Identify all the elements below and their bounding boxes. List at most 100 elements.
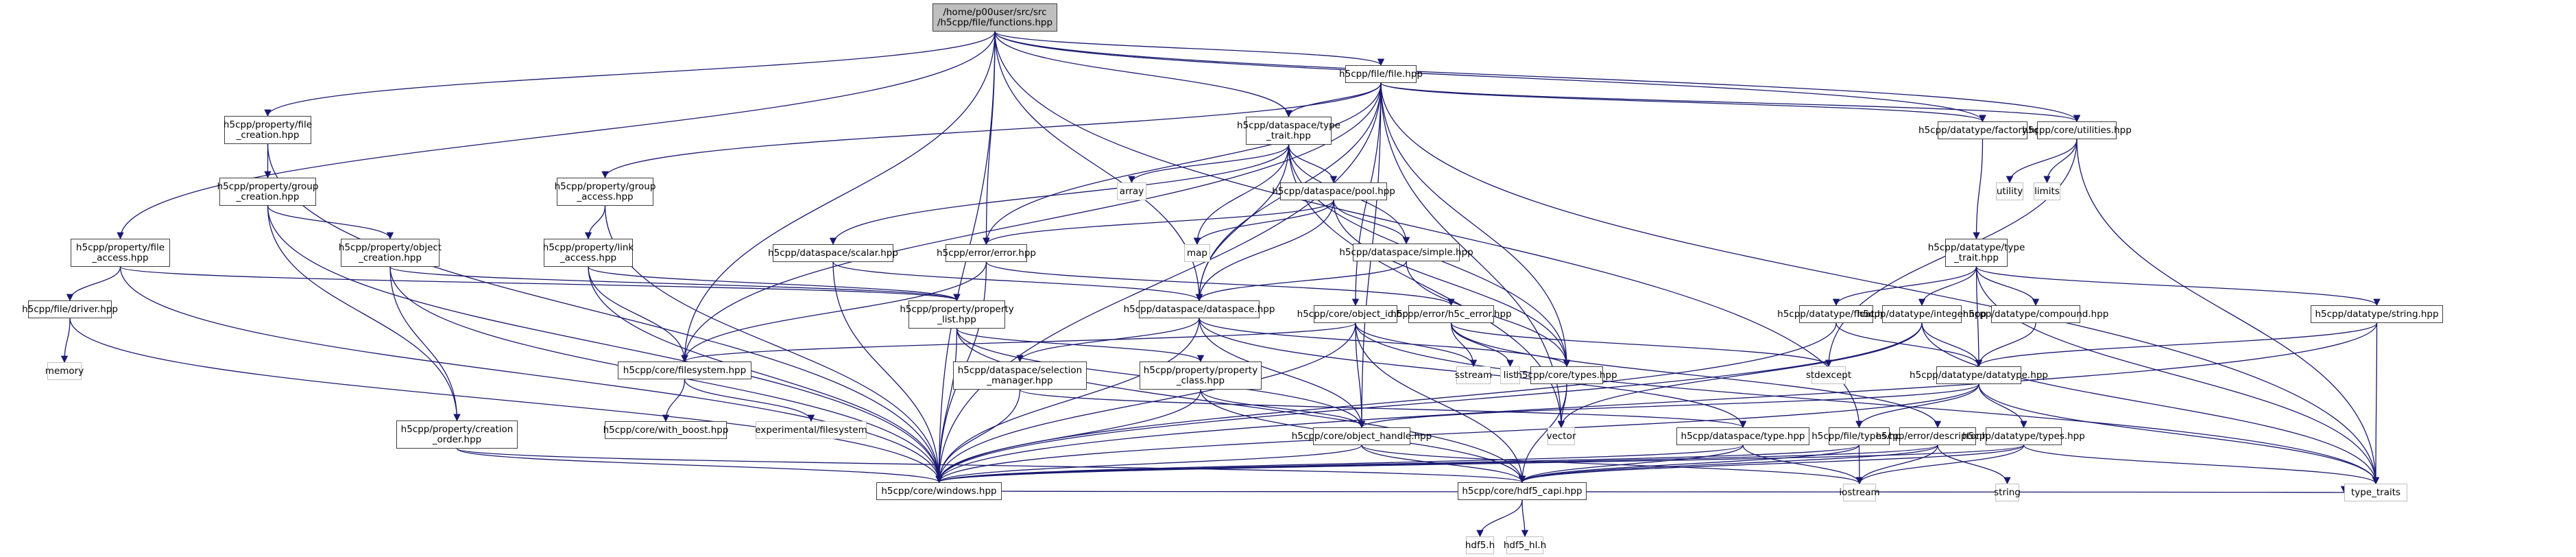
node-datatype-float[interactable]: h5cpp/datatype/float.hpp	[1777, 305, 1895, 323]
node-iostream[interactable]: iostream	[1839, 484, 1880, 501]
edge-ds_simple-to-ds_dataspace	[1195, 261, 1407, 302]
node-array[interactable]: array	[1117, 182, 1146, 200]
node-stdexcept[interactable]: stdexcept	[1806, 366, 1851, 384]
edge-prop_file_access-to-prop_property_list	[119, 266, 961, 302]
node-core-hdf5-capi[interactable]: h5cpp/core/hdf5_capi.hpp	[1458, 482, 1587, 500]
node-experimental-filesystem[interactable]: experimental/filesystem	[755, 421, 867, 439]
node-utility[interactable]: utility	[1996, 182, 2023, 200]
edge-ds_selection_manager-to-core_windows	[935, 389, 1021, 484]
node-error-error[interactable]: h5cpp/error/error.hpp	[937, 244, 1036, 262]
node-datatype-integer[interactable]: h5cpp/datatype/integer.hpp	[1857, 305, 1986, 323]
edge-dt_type_trait-to-dt_string	[1975, 266, 2381, 307]
edge-ds_type_trait-to-map	[1193, 144, 1290, 246]
edge-prop_property_list-to-prop_property_class	[956, 328, 1205, 363]
edge-ds_pool-to-core_types	[1333, 200, 1571, 368]
edge-core_types-to-vector	[1557, 383, 1567, 429]
edge-err_h5c_error-to-sstream	[1450, 322, 1478, 368]
edge-prop_link_access-to-core_filesystem	[588, 266, 688, 363]
node-core-object-id[interactable]: h5cpp/core/object_id.hpp	[1297, 305, 1414, 323]
node-type-traits[interactable]: type_traits	[2344, 484, 2407, 501]
node-property-property-list[interactable]: h5cpp/property/property _list.hpp	[900, 300, 1014, 329]
node-hdf5-h[interactable]: hdf5.h	[1465, 536, 1495, 554]
edge-prop_group_creation-to-prop_object_creation	[267, 205, 394, 240]
node-core-windows[interactable]: h5cpp/core/windows.hpp	[876, 482, 1002, 500]
edge-file_hpp-to-type_traits	[1380, 82, 2380, 485]
node-core-types[interactable]: h5cpp/core/types.hpp	[1516, 366, 1617, 384]
edge-root-to-prop_file_access	[117, 31, 996, 240]
edge-dt_types-to-type_traits	[2023, 445, 2380, 485]
node-datatype-compound[interactable]: h5cpp/datatype/compound.hpp	[1963, 305, 2108, 323]
edge-ds_dataspace-to-core_object_handle	[1199, 318, 1366, 429]
node-sstream[interactable]: sstream	[1455, 366, 1492, 384]
node-property-file-creation[interactable]: h5cpp/property/file _creation.hpp	[224, 116, 312, 144]
edge-prop_property_class-to-core_object_handle	[1200, 389, 1366, 429]
edge-dt_types-to-core_hdf5_capi	[1519, 445, 2025, 484]
node-list[interactable]: list	[1500, 366, 1520, 384]
edge-prop_link_access-to-prop_property_list	[588, 266, 961, 302]
node-limits[interactable]: limits	[2034, 182, 2060, 200]
edge-dt_datatype-to-type_traits	[1978, 383, 2380, 485]
node-property-group-creation[interactable]: h5cpp/property/group _creation.hpp	[217, 178, 318, 206]
node-core-filesystem[interactable]: h5cpp/core/filesystem.hpp	[618, 362, 751, 379]
edge-root-to-file_types	[994, 31, 1863, 429]
edge-dt_datatype-to-file_types	[1855, 383, 1979, 429]
edge-dt_string-to-dt_datatype	[1975, 322, 2378, 368]
edge-core_hdf5_capi-to-hdf5_hl_h	[1521, 499, 1529, 538]
node-dataspace-dataspace[interactable]: h5cpp/dataspace/dataspace.hpp	[1124, 300, 1275, 318]
node-datatype-type-trait[interactable]: h5cpp/datatype/type _trait.hpp	[1928, 239, 2025, 267]
edge-ds_selection_manager-to-ds_type	[1019, 389, 1746, 429]
edge-dt_types-to-core_windows	[935, 445, 2025, 484]
node-error-h5c-error[interactable]: h5cpp/error/h5c_error.hpp	[1391, 305, 1512, 323]
edge-ds_type-to-core_hdf5_capi	[1518, 445, 1744, 484]
node-dataspace-selection-manager[interactable]: h5cpp/dataspace/selection _manager.hpp	[953, 362, 1087, 390]
node-property-link-access[interactable]: h5cpp/property/link _access.hpp	[543, 239, 634, 267]
node-property-object-creation[interactable]: h5cpp/property/object _creation.hpp	[339, 239, 442, 267]
node-property-creation-order[interactable]: h5cpp/property/creation _order.hpp	[396, 420, 518, 449]
edge-prop_creation_order-to-core_hdf5_capi	[456, 448, 1526, 484]
node-core-with-boost[interactable]: h5cpp/core/with_boost.hpp	[603, 421, 728, 439]
node-property-group-access[interactable]: h5cpp/property/group _access.hpp	[555, 178, 655, 206]
edge-ds_type_trait-to-ds_dataspace	[1195, 144, 1290, 302]
node-dataspace-simple[interactable]: h5cpp/dataspace/simple.hpp	[1339, 244, 1473, 261]
node-file-hpp[interactable]: h5cpp/file/file.hpp	[1339, 65, 1423, 83]
edge-file_hpp-to-core_types	[1380, 82, 1571, 368]
node-file-types[interactable]: h5cpp/file/types.hpp	[1811, 427, 1907, 445]
node-core-object-handle[interactable]: h5cpp/core/object_handle.hpp	[1292, 427, 1432, 445]
node-vector[interactable]: vector	[1547, 427, 1576, 445]
edge-prop_file_access-to-file_driver	[66, 266, 121, 302]
node-dataspace-pool[interactable]: h5cpp/dataspace/pool.hpp	[1272, 182, 1395, 200]
node-file-driver[interactable]: h5cpp/file/driver.hpp	[22, 300, 118, 318]
edge-prop_property_class-to-core_windows	[935, 389, 1201, 484]
edge-prop_property_list-to-core_windows	[935, 328, 958, 484]
node-property-property-class[interactable]: h5cpp/property/property _class.hpp	[1140, 362, 1262, 390]
edge-dt_type_trait-to-dt_integer	[1918, 266, 1977, 307]
edge-ds_pool-to-ds_simple	[1333, 200, 1410, 245]
edge-root-to-ds_type_trait	[994, 31, 1292, 118]
edge-prop_group_creation-to-prop_creation_order	[267, 205, 461, 422]
node-core-utilities[interactable]: h5cpp/core/utilities.hpp	[2022, 121, 2132, 139]
edge-ds_pool-to-ds_dataspace	[1195, 200, 1334, 302]
node-datatype-types[interactable]: h5cpp/datatype/types.hpp	[1962, 427, 2085, 445]
node-datatype-datatype[interactable]: h5cpp/datatype/datatype.hpp	[1910, 366, 2048, 384]
edge-dt_integer-to-core_windows	[935, 322, 1923, 484]
edge-dt_factory-to-dt_type_trait	[1973, 139, 1984, 240]
node-error-descriptor[interactable]: h5cpp/error/descriptor.hpp	[1876, 427, 1999, 445]
node-dataspace-type[interactable]: h5cpp/dataspace/type.hpp	[1676, 427, 1809, 445]
edge-ds_type_trait-to-ds_scalar	[829, 144, 1290, 246]
edge-file_driver-to-core_windows	[69, 318, 943, 484]
edge-prop_object_creation-to-prop_creation_order	[389, 266, 461, 422]
node-dataspace-scalar[interactable]: h5cpp/dataspace/scalar.hpp	[768, 244, 898, 262]
node-dataspace-type-trait[interactable]: h5cpp/dataspace/type _trait.hpp	[1237, 117, 1340, 145]
edge-ds_scalar-to-ds_dataspace	[832, 261, 1203, 302]
edge-core_object_id-to-type_traits	[1355, 322, 2380, 485]
edge-dt_datatype-to-dt_types	[1978, 383, 2027, 429]
node-datatype-factory[interactable]: h5cpp/datatype/factory.hpp	[1918, 121, 2047, 139]
node-memory[interactable]: memory	[45, 362, 84, 380]
node-property-file-access[interactable]: h5cpp/property/file _access.hpp	[71, 239, 170, 267]
node-hdf5-hl-h[interactable]: hdf5_hl.h	[1504, 536, 1546, 554]
node-map[interactable]: map	[1184, 244, 1210, 262]
node-datatype-string[interactable]: h5cpp/datatype/string.hpp	[2311, 305, 2443, 323]
node-string[interactable]: string	[1994, 484, 2021, 501]
node-root-functions-hpp[interactable]: /home/p00user/src/src /h5cpp/file/functi…	[932, 3, 1057, 32]
